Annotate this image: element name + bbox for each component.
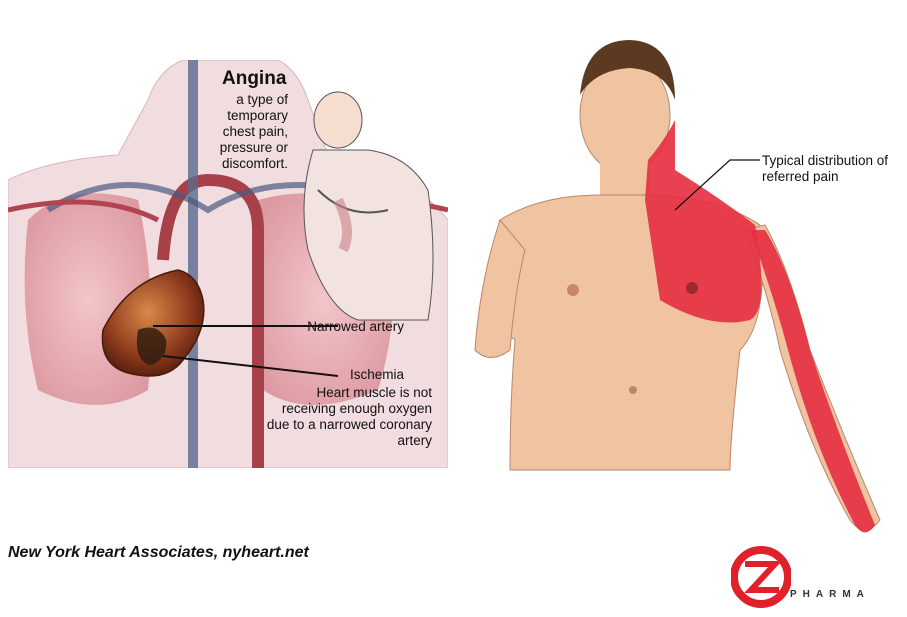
nipple-left	[567, 284, 579, 296]
navel	[629, 386, 637, 394]
referred-pain-region	[645, 120, 761, 323]
nipple-right	[686, 282, 698, 294]
man-holding-chest-illustration	[304, 92, 433, 320]
neck	[600, 160, 650, 200]
ischemia-description: Heart muscle is not receiving enough oxy…	[266, 385, 432, 449]
credit-line: New York Heart Associates, nyheart.net	[8, 544, 309, 562]
pharma-logo-icon	[731, 546, 791, 608]
angina-title: Angina	[222, 68, 286, 90]
angina-definition: a type of temporary chest pain, pressure…	[200, 92, 288, 172]
pharma-logo-text: PHARMA	[790, 589, 870, 600]
referred-pain-illustration	[470, 20, 900, 590]
referred-pain-arm	[750, 230, 875, 533]
narrowed-artery-label: Narrowed artery	[300, 319, 404, 335]
ischemia-label: Ischemia	[300, 367, 404, 383]
referred-pain-label: Typical distribution of referred pain	[762, 153, 907, 185]
